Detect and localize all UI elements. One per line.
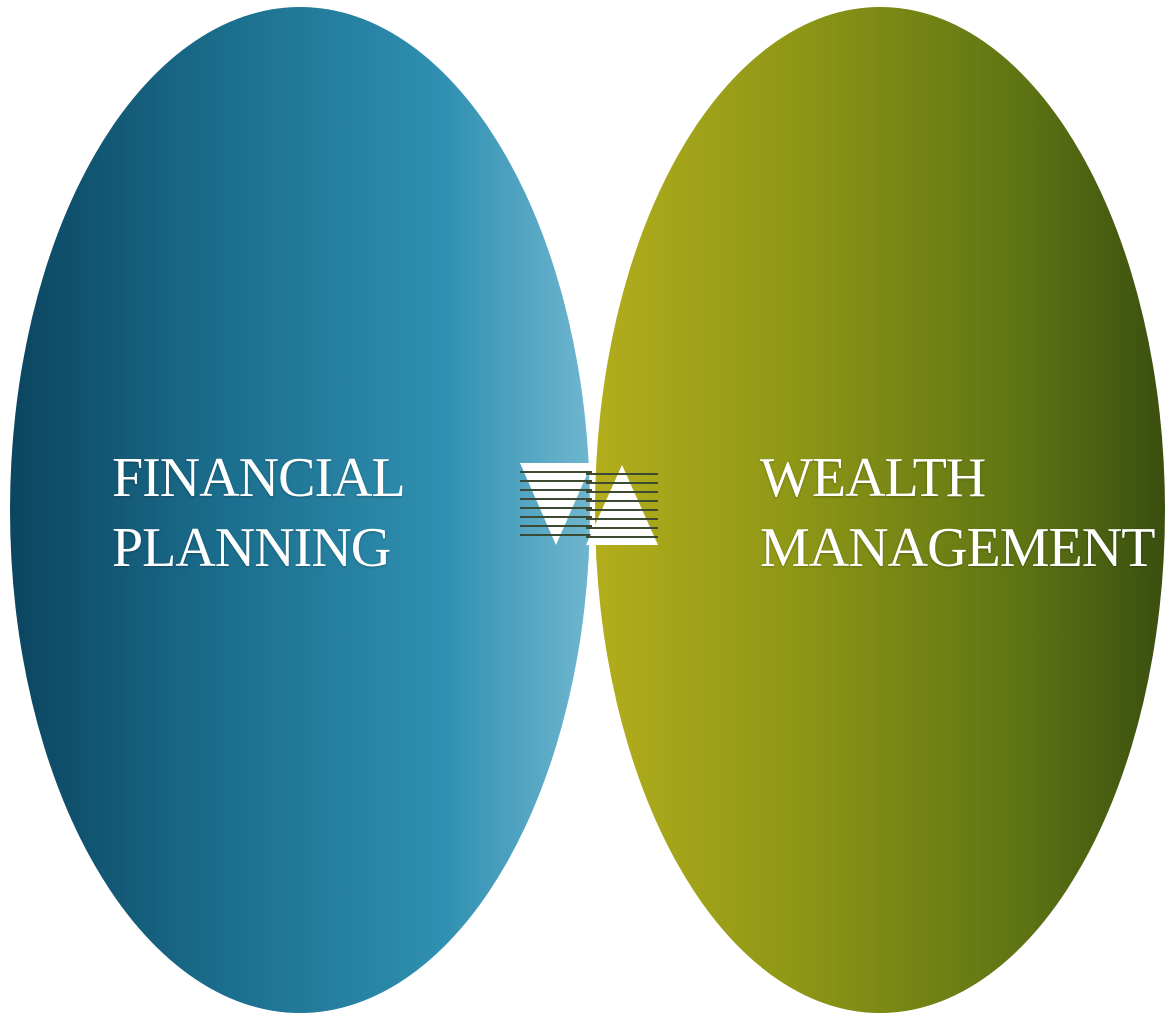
financial-planning-circle	[10, 7, 590, 1013]
financial-planning-label: FINANCIAL PLANNING	[112, 443, 406, 583]
financial-planning-line2: PLANNING	[112, 517, 391, 579]
wealth-management-circle	[595, 7, 1165, 1013]
wealth-management-line2: MANAGEMENT	[760, 517, 1155, 579]
logo-triangles-icon	[520, 463, 658, 545]
financial-planning-line1: FINANCIAL	[112, 447, 406, 509]
wealth-management-line1: WEALTH	[760, 447, 986, 509]
wealth-management-label: WEALTH MANAGEMENT	[760, 443, 1155, 583]
